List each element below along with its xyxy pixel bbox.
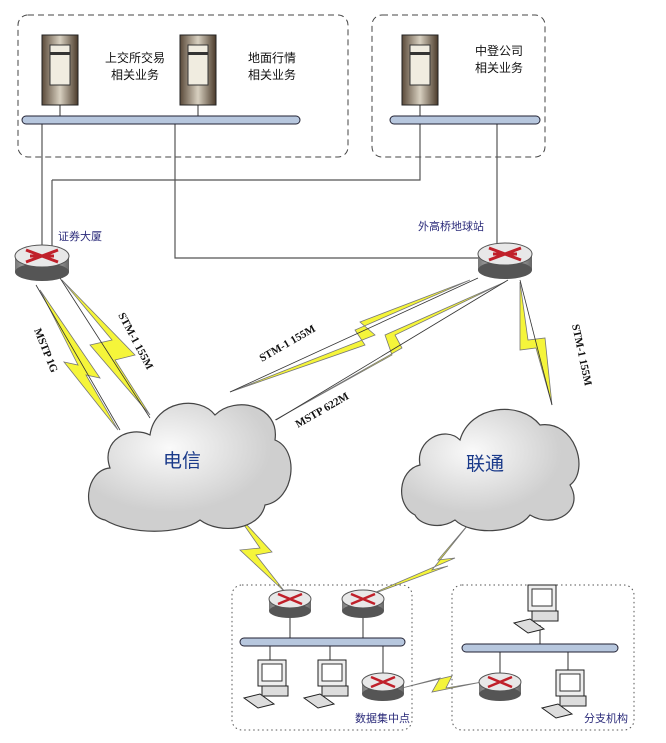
bus-csdc [389, 115, 541, 125]
branch-label: 分支机构 [584, 711, 628, 725]
bus-data-center [239, 637, 406, 647]
bus-branch [461, 643, 619, 653]
lightning-unicom-datacenter [361, 519, 473, 599]
lightning-left-stm [61, 279, 151, 416]
csdc-group-box [371, 14, 546, 158]
sse-label-2: 相关业务 [111, 67, 159, 82]
cloud-unicom: 联通 [401, 408, 580, 532]
csdc-label-1: 中登公司 [475, 43, 523, 58]
router-right-label: 外高桥地球站 [418, 219, 484, 233]
data-center-box [231, 584, 413, 731]
link-label-left-mstp: MSTP 1G [31, 327, 60, 375]
link-label-right-stm-telecom: STM-1 155M [258, 323, 319, 365]
router-icon [476, 241, 534, 281]
router-icon [340, 588, 386, 620]
bus-exchange [21, 115, 301, 125]
ground-label-1: 地面行情 [248, 51, 296, 65]
pc-icon [513, 584, 559, 634]
link-label-right-mstp-telecom: MSTP 622M [294, 390, 352, 430]
router-icon [477, 671, 523, 703]
server-icon [401, 34, 439, 106]
cloud-telecom-label: 电信 [163, 450, 201, 472]
router-left-label: 证券大厦 [58, 229, 102, 243]
wired-links [41, 105, 569, 675]
router-icon [13, 243, 71, 283]
exchange-group-box [17, 14, 349, 158]
cloud-unicom-label: 联通 [466, 453, 504, 475]
pc-icon [303, 659, 349, 709]
server-icon [41, 34, 79, 106]
router-icon [267, 588, 313, 620]
link-label-right-stm-unicom: STM-1 155M [569, 323, 594, 387]
lightning-right-mstp-telecom [274, 281, 506, 421]
csdc-label-2: 相关业务 [475, 60, 523, 75]
sse-label-1: 上交所交易 [105, 50, 165, 65]
pc-icon [541, 669, 587, 719]
data-center-label: 数据集中点 [355, 711, 410, 725]
server-icon [179, 34, 217, 106]
router-icon [360, 671, 406, 703]
cloud-telecom: 电信 [88, 402, 292, 532]
ground-label-2: 相关业务 [248, 67, 296, 82]
pc-icon [243, 659, 289, 709]
lightning-datacenter-branch [401, 675, 483, 693]
